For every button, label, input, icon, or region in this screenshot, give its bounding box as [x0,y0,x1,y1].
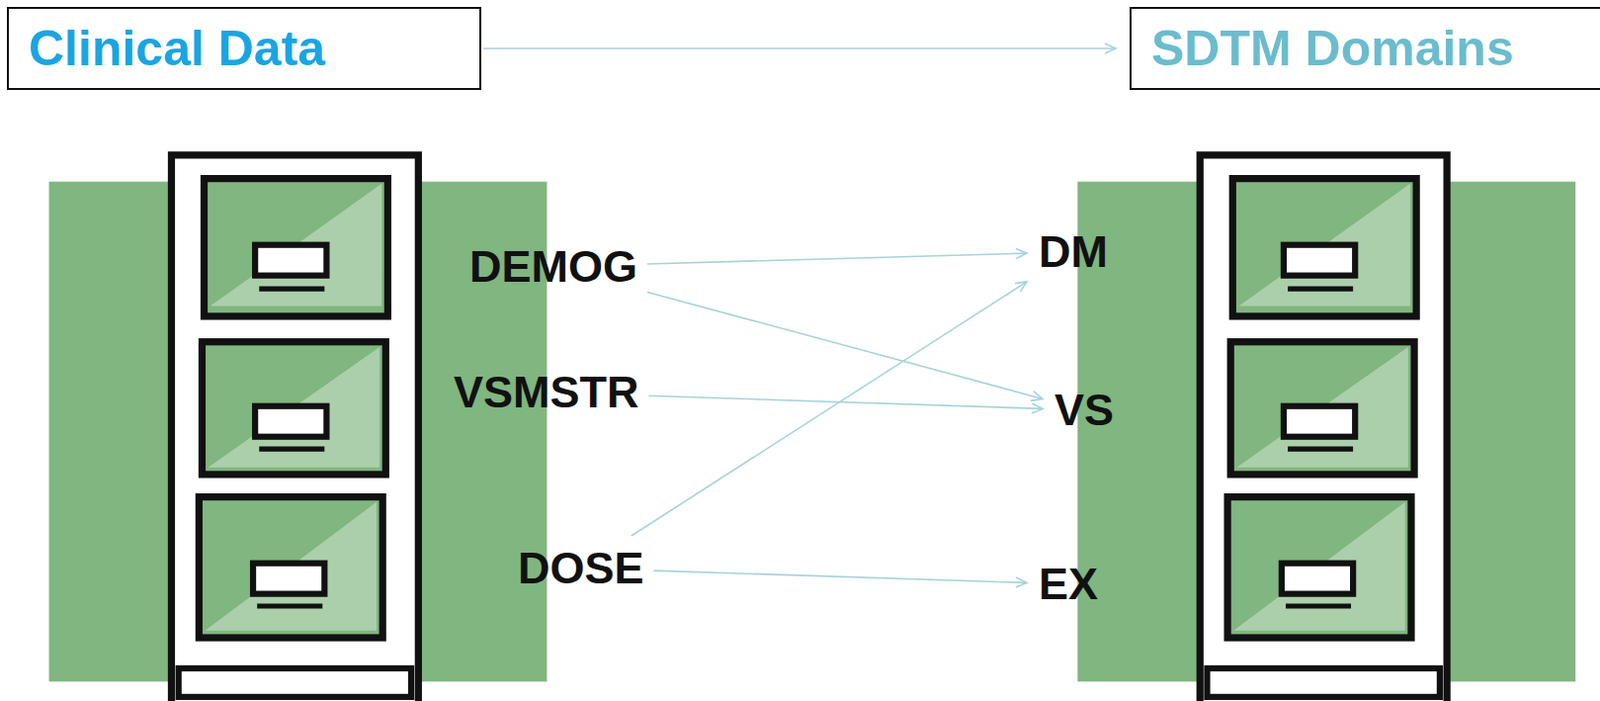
node-text: VS [1054,384,1114,435]
right-cabinet [1077,155,1576,701]
left-cabinet [49,155,548,701]
mapping-arrow [654,570,1028,583]
sdtm-domain-label: EX [1034,557,1102,611]
mapping-arrow [647,291,1043,399]
node-text: VSMSTR [453,366,640,418]
mapping-arrow [483,47,1116,50]
node-text: EX [1038,558,1098,609]
mapping-arrow [647,252,1027,264]
sdtm-domain-label: DM [1034,225,1112,279]
node-text: DEMOG [469,241,638,292]
source-header-box: Clinical Data [6,6,482,90]
mapping-arrow [631,281,1027,536]
source-dataset-label: DEMOG [465,240,642,294]
source-dataset-label: VSMSTR [449,365,644,420]
node-text: DM [1038,226,1108,277]
node-text: Clinical Data [28,23,326,74]
source-dataset-label: DOSE [513,541,649,595]
node-text: DOSE [517,542,645,593]
sdtm-domain-label: VS [1050,383,1118,437]
node-text: SDTM Domains [1151,23,1515,74]
target-header-box: SDTM Domains [1129,6,1600,90]
